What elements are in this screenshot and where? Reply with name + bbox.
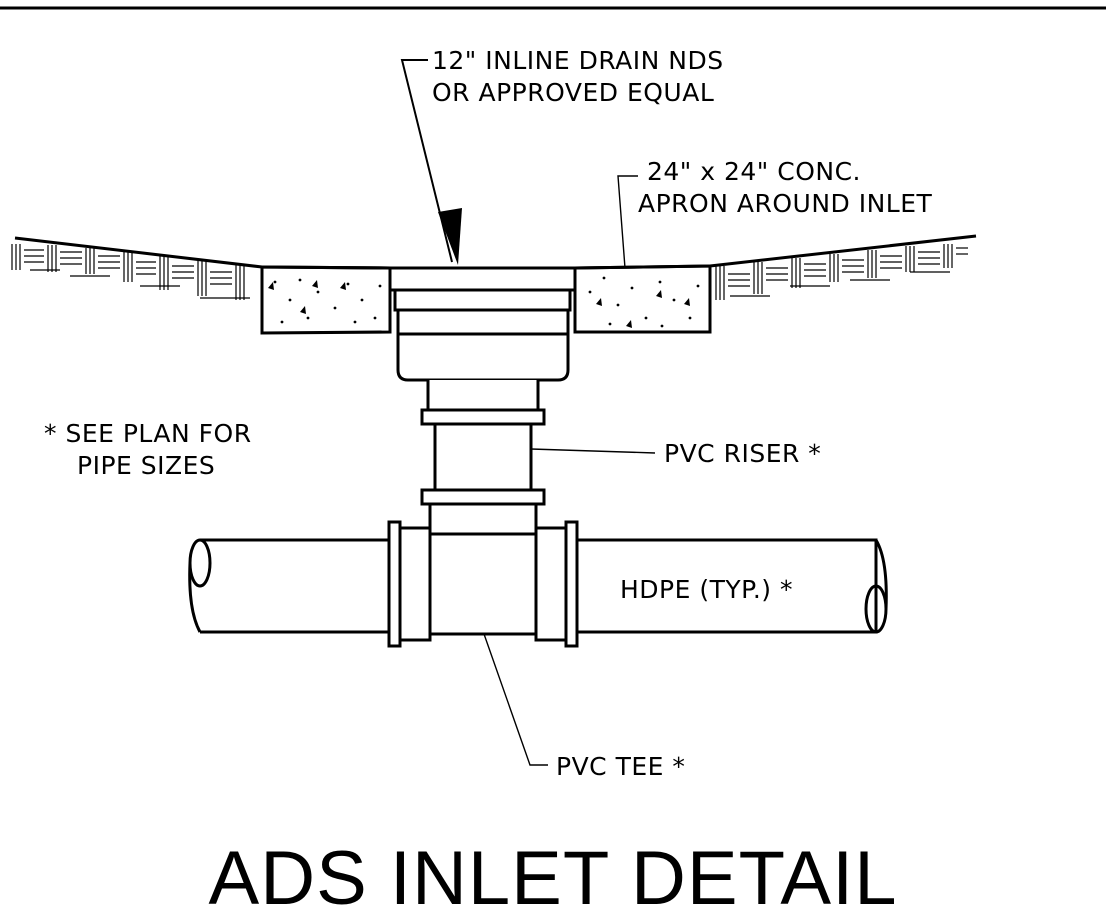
label-see-plan-1: * SEE PLAN FOR — [44, 419, 252, 448]
label-inline-drain-2: OR APPROVED EQUAL — [432, 78, 714, 107]
riser-coupling-bottom — [420, 488, 546, 506]
leader-pvc-riser — [530, 448, 656, 454]
tee-flange-left — [387, 520, 402, 648]
ground-line-right — [574, 234, 977, 270]
concrete-stipple — [268, 276, 700, 328]
label-apron-2: APRON AROUND INLET — [638, 189, 933, 218]
arrow-inline-drain — [438, 208, 462, 265]
leader-apron — [617, 175, 638, 269]
label-hdpe: HDPE (TYP.) * — [620, 575, 793, 604]
tee-hub-right — [534, 526, 568, 642]
concrete-apron-right — [573, 264, 712, 334]
drain-collar — [393, 288, 572, 312]
concrete-apron-left — [260, 265, 392, 335]
tee-riser-stub — [428, 502, 538, 536]
hdpe-left-end-upper — [188, 538, 212, 588]
riser-coupling-top — [420, 408, 546, 426]
hdpe-left-end-break — [188, 562, 202, 633]
label-apron-1: 24" x 24" CONC. — [647, 157, 861, 186]
soil-hatch-left — [11, 244, 250, 300]
hdpe-right-end-break — [874, 539, 888, 610]
pvc-tee-body — [428, 532, 538, 636]
leader-pvc-tee — [483, 633, 548, 766]
soil-hatch-right — [715, 244, 968, 300]
riser-adapter — [426, 380, 540, 412]
detail-title: ADS INLET DETAIL — [209, 836, 898, 920]
label-see-plan-2: PIPE SIZES — [77, 451, 215, 480]
leader-inline-drain — [400, 59, 453, 263]
label-inline-drain-1: 12" INLINE DRAIN NDS — [432, 46, 724, 75]
hdpe-pipe-left — [200, 538, 392, 634]
pvc-riser-pipe — [433, 422, 533, 492]
drain-body — [396, 308, 570, 382]
tee-flange-right — [564, 520, 579, 648]
drain-grate-top — [388, 266, 577, 292]
label-pvc-riser: PVC RISER * — [664, 439, 821, 468]
label-pvc-tee: PVC TEE * — [556, 752, 685, 781]
tee-hub-left — [398, 526, 432, 642]
